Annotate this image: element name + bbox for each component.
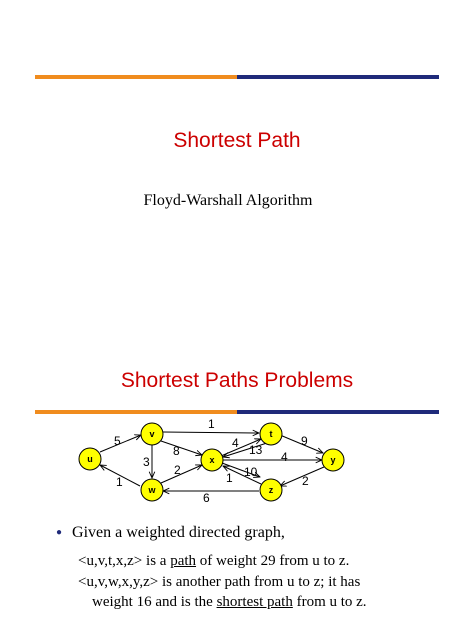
edge-x-z — [221, 462, 260, 477]
edge-weight-w-x: 2 — [174, 463, 181, 477]
bullet-line-1: ● Given a weighted directed graph, — [56, 524, 285, 542]
edge-t-z — [223, 442, 268, 457]
edge-v-t — [162, 432, 259, 433]
slide2-divider-orange — [35, 410, 237, 414]
bullet-line-3: <u,v,w,x,y,z> is another path from u to … — [78, 574, 360, 591]
node-u: u — [78, 447, 102, 471]
svg-text:z: z — [269, 485, 274, 495]
path2-sequence: <u,v,w,x,y,z> — [78, 574, 159, 590]
path1-post: of weight 29 from u to z. — [196, 553, 350, 569]
edge-t-y — [279, 434, 323, 453]
path-term: path — [170, 553, 197, 569]
path1-sequence: <u,v,t,x,z> — [78, 553, 143, 569]
slide1-subtitle: Floyd-Warshall Algorithm — [143, 192, 313, 209]
edge-weight-x-t: 4 — [232, 436, 239, 450]
top-divider-orange — [35, 75, 237, 79]
node-x: x — [200, 448, 224, 472]
shortest-path-term: shortest path — [216, 594, 293, 610]
node-y: y — [321, 448, 345, 472]
svg-text:t: t — [270, 429, 273, 439]
path2-line2-post: from u to z. — [292, 594, 367, 610]
node-v: v — [140, 422, 164, 446]
edge-weight-v-w: 3 — [143, 455, 150, 469]
edge-weight-t-z: 13 — [249, 443, 263, 457]
bullet-line-4: weight 16 and is the shortest path from … — [92, 594, 367, 611]
edge-weight-u-v: 5 — [114, 434, 121, 448]
bullet-dot-icon: ● — [56, 527, 63, 538]
svg-text:u: u — [87, 454, 93, 464]
edge-weight-y-z: 2 — [302, 474, 309, 488]
edge-weight-x-z: 1 — [226, 471, 233, 485]
edge-weight-t-y: 9 — [301, 434, 308, 448]
edge-w-u — [100, 465, 141, 487]
path2-line2-pre: weight 16 and is the — [92, 594, 217, 610]
edge-y-z — [280, 466, 325, 486]
edge-weight-x-y: 4 — [281, 450, 288, 464]
edge-weight-v-x: 8 — [173, 444, 180, 458]
edge-z-x — [223, 466, 262, 485]
top-divider-navy — [237, 75, 439, 79]
edge-u-v — [99, 435, 141, 453]
edge-weight-z-w: 6 — [203, 491, 210, 505]
svg-text:v: v — [149, 429, 154, 439]
svg-text:y: y — [330, 455, 335, 465]
edge-weight-v-t: 1 — [208, 417, 215, 431]
bullet-text-1: Given a weighted directed graph, — [72, 524, 285, 541]
slide2-divider-navy — [237, 410, 439, 414]
node-t: t — [259, 422, 283, 446]
path1-pre: is a — [142, 553, 171, 569]
node-z: z — [259, 478, 283, 502]
slide1-title: Shortest Path — [173, 129, 301, 152]
node-w: w — [140, 478, 164, 502]
edge-weight-w-u: 1 — [116, 475, 123, 489]
bullet-line-2: <u,v,t,x,z> is a path of weight 29 from … — [78, 553, 349, 570]
path2-post: is another path from u to z; it has — [158, 574, 361, 590]
svg-text:w: w — [147, 485, 156, 495]
edge-w-x — [160, 465, 202, 484]
svg-text:x: x — [209, 455, 214, 465]
edge-v-x — [160, 440, 202, 455]
weighted-directed-graph: 5 1 3 1 8 2 4 13 9 4 10 1 6 2 u v w x t … — [78, 417, 345, 505]
edge-weight-z-x: 10 — [244, 465, 258, 479]
slide2-title: Shortest Paths Problems — [120, 369, 354, 392]
